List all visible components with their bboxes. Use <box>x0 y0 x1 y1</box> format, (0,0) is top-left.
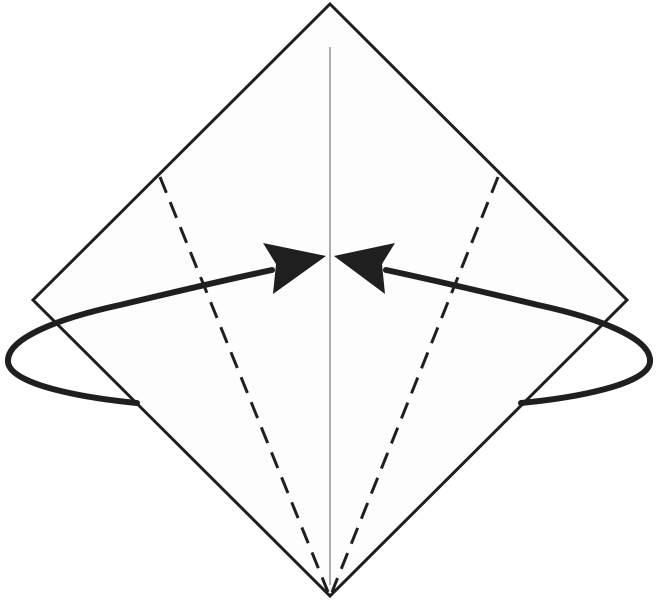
fold-arrow-right <box>334 243 653 406</box>
fold-line-right <box>330 176 500 593</box>
fold-line-left <box>158 176 330 593</box>
fold-arrow-right-head <box>334 243 395 294</box>
fold-arrow-left-head <box>263 243 326 294</box>
fold-arrow-left <box>5 243 326 406</box>
fold-arrow-right-path <box>383 267 653 406</box>
fold-arrow-left-path <box>5 267 275 406</box>
